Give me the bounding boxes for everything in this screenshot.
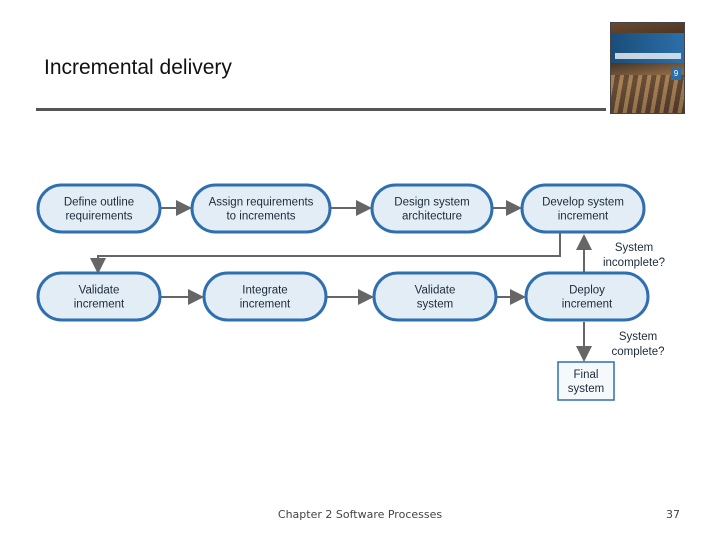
node-shape xyxy=(202,271,328,322)
cover-title-strip xyxy=(615,53,681,59)
node-shape xyxy=(520,183,646,234)
node-shape xyxy=(372,271,498,322)
node-shape xyxy=(36,271,162,322)
node-shape xyxy=(370,183,494,234)
book-cover-image: 9 xyxy=(610,22,685,114)
title-divider xyxy=(36,108,606,111)
slide-footer: Chapter 2 Software Processes xyxy=(277,508,443,521)
node-shape xyxy=(524,271,650,322)
node-shape xyxy=(557,361,615,401)
slide-title: Incremental delivery xyxy=(44,56,232,79)
arrow-develop-to-validate-increment xyxy=(90,232,561,274)
page-number: 37 xyxy=(666,508,680,521)
cover-photo xyxy=(611,75,684,113)
node-shape xyxy=(190,183,332,234)
node-shape xyxy=(36,183,162,234)
cover-edition-badge: 9 xyxy=(671,68,681,80)
